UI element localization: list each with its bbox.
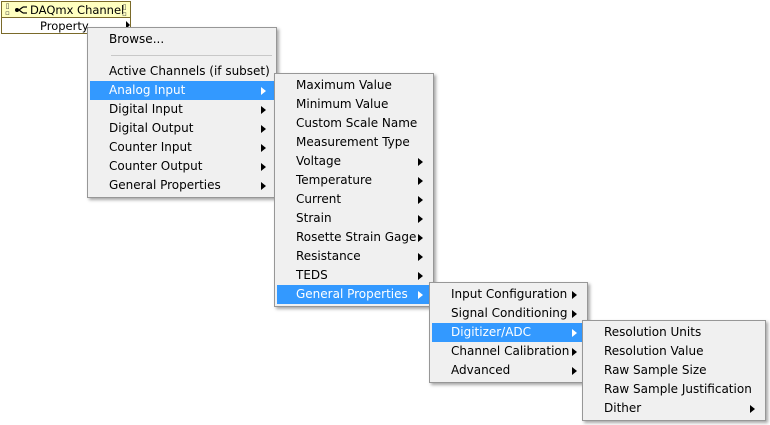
menu-item-minimum-value[interactable]: Minimum Value [277, 95, 431, 114]
menu-item-label: Resolution Value [604, 344, 704, 358]
submenu-arrow-icon [418, 177, 423, 185]
submenu-arrow-icon [261, 106, 266, 114]
menu-item-measurement-type[interactable]: Measurement Type [277, 133, 431, 152]
menu-item-label: Minimum Value [296, 97, 389, 111]
menu-item-digital-output[interactable]: Digital Output [90, 119, 274, 138]
menu-item-label: Strain [296, 211, 332, 225]
menu-item-browse[interactable]: Browse... [90, 30, 274, 49]
menu-item-raw-sample-justification[interactable]: Raw Sample Justification [585, 380, 763, 399]
submenu-arrow-icon [261, 125, 266, 133]
menu-item-strain[interactable]: Strain [277, 209, 431, 228]
menu-item-label: Current [296, 192, 342, 206]
context-menu-level-1: Browse... Active Channels (if subset) Anal… [87, 27, 277, 198]
submenu-arrow-icon [418, 158, 423, 166]
submenu-arrow-icon [572, 329, 577, 337]
property-node-header[interactable]: ▯▫ DAQmx Channel ▯▫ [1, 1, 131, 18]
menu-item-label: Digital Input [109, 102, 183, 116]
menu-item-label: Counter Output [109, 159, 203, 173]
menu-item-label: Advanced [451, 363, 511, 377]
menu-item-resolution-value[interactable]: Resolution Value [585, 342, 763, 361]
menu-item-channel-calibration[interactable]: Channel Calibration [432, 342, 585, 361]
menu-item-label: Resistance [296, 249, 361, 263]
menu-item-analog-input[interactable]: Analog Input [90, 81, 274, 100]
menu-item-advanced[interactable]: Advanced [432, 361, 585, 380]
menu-item-active-channels-if-subset[interactable]: Active Channels (if subset) [90, 62, 274, 81]
menu-item-label: Voltage [296, 154, 342, 168]
menu-item-current[interactable]: Current [277, 190, 431, 209]
submenu-arrow-icon [418, 272, 423, 280]
menu-item-label: Measurement Type [296, 135, 410, 149]
menu-item-custom-scale-name[interactable]: Custom Scale Name [277, 114, 431, 133]
menu-item-label: Raw Sample Justification [604, 382, 752, 396]
menu-item-rosette-strain-gage[interactable]: Rosette Strain Gage [277, 228, 431, 247]
menu-item-label: Digital Output [109, 121, 194, 135]
reference-out-terminal-icon[interactable]: ▯▫ [122, 2, 127, 18]
menu-item-counter-input[interactable]: Counter Input [90, 138, 274, 157]
menu-item-input-configuration[interactable]: Input Configuration [432, 285, 585, 304]
menu-item-label: Temperature [296, 173, 373, 187]
menu-item-resolution-units[interactable]: Resolution Units [585, 323, 763, 342]
menu-item-label: TEDS [296, 268, 328, 282]
menu-separator [111, 55, 272, 56]
menu-item-label: General Properties [109, 178, 221, 192]
menu-item-label: Analog Input [109, 83, 186, 97]
property-row-label: Property [40, 19, 89, 33]
menu-item-label: Resolution Units [604, 325, 702, 339]
menu-item-label: Browse... [109, 32, 165, 46]
menu-item-signal-conditioning[interactable]: Signal Conditioning [432, 304, 585, 323]
menu-item-counter-output[interactable]: Counter Output [90, 157, 274, 176]
menu-item-label: Maximum Value [296, 78, 392, 92]
menu-item-digital-input[interactable]: Digital Input [90, 100, 274, 119]
submenu-arrow-icon [261, 182, 266, 190]
menu-item-label: Raw Sample Size [604, 363, 707, 377]
channel-class-icon [15, 5, 27, 14]
menu-item-label: Digitizer/ADC [451, 325, 532, 339]
submenu-arrow-icon [750, 405, 755, 413]
submenu-arrow-icon [572, 367, 577, 375]
menu-item-label: Counter Input [109, 140, 192, 154]
submenu-arrow-icon [572, 310, 577, 318]
menu-item-label: Rosette Strain Gage [296, 230, 417, 244]
menu-item-dither[interactable]: Dither [585, 399, 763, 418]
menu-item-digitizer-adc[interactable]: Digitizer/ADC [432, 323, 585, 342]
submenu-arrow-icon [418, 253, 423, 261]
submenu-arrow-icon [572, 291, 577, 299]
menu-item-label: General Properties [296, 287, 408, 301]
menu-item-resistance[interactable]: Resistance [277, 247, 431, 266]
menu-item-teds[interactable]: TEDS [277, 266, 431, 285]
submenu-arrow-icon [261, 144, 266, 152]
submenu-arrow-icon [418, 196, 423, 204]
submenu-arrow-icon [418, 215, 423, 223]
menu-item-label: Input Configuration [451, 287, 568, 301]
submenu-arrow-icon [418, 291, 423, 299]
menu-item-voltage[interactable]: Voltage [277, 152, 431, 171]
menu-item-label: Channel Calibration [451, 344, 570, 358]
menu-item-general-properties[interactable]: General Properties [90, 176, 274, 195]
submenu-arrow-icon [261, 87, 266, 95]
menu-item-label: Custom Scale Name [296, 116, 418, 130]
menu-item-maximum-value[interactable]: Maximum Value [277, 76, 431, 95]
submenu-arrow-icon [572, 348, 577, 356]
submenu-arrow-icon [418, 234, 423, 242]
menu-item-temperature[interactable]: Temperature [277, 171, 431, 190]
menu-item-raw-sample-size[interactable]: Raw Sample Size [585, 361, 763, 380]
property-terminal-arrow-icon [126, 21, 130, 29]
submenu-arrow-icon [261, 163, 266, 171]
reference-in-terminal-icon[interactable]: ▯▫ [5, 1, 10, 17]
menu-item-label: Active Channels (if subset) [109, 64, 270, 78]
menu-item-label: Signal Conditioning [451, 306, 568, 320]
class-name-label: DAQmx Channel [30, 2, 125, 17]
menu-item-general-properties[interactable]: General Properties [277, 285, 431, 304]
menu-item-label: Dither [604, 401, 642, 415]
